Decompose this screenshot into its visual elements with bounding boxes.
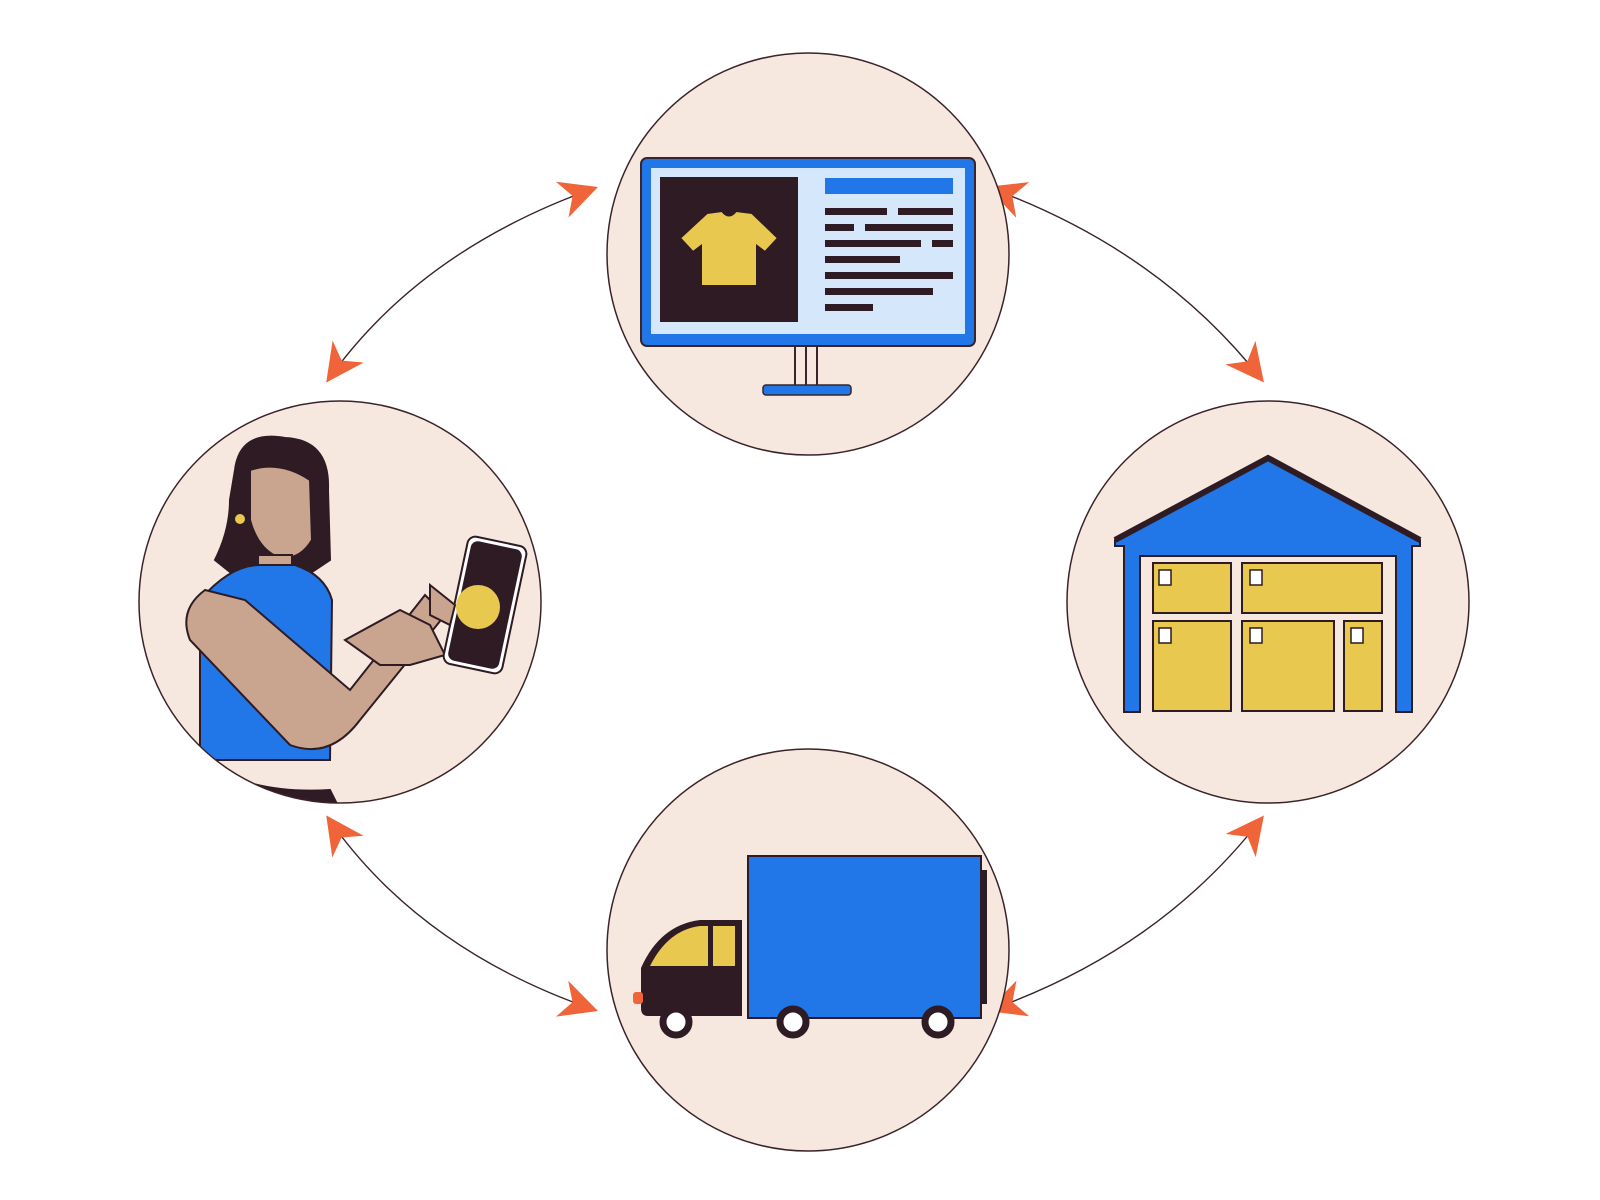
connection-arrows (326, 181, 1264, 1017)
arrow-delivery-customer (326, 815, 598, 1017)
arrow-store-warehouse (987, 182, 1264, 383)
arrow-warehouse-delivery (987, 815, 1264, 1017)
warehouse-with-boxes-icon (1113, 454, 1422, 713)
node-warehouse (1066, 400, 1470, 804)
delivery-truck-icon (633, 855, 987, 1039)
node-customer (138, 400, 542, 804)
monitor-with-tshirt-product-icon (640, 157, 976, 396)
node-delivery (606, 748, 1010, 1152)
node-online-store (606, 52, 1010, 456)
arrow-customer-store (326, 181, 598, 383)
woman-with-smartphone-icon (185, 435, 528, 803)
